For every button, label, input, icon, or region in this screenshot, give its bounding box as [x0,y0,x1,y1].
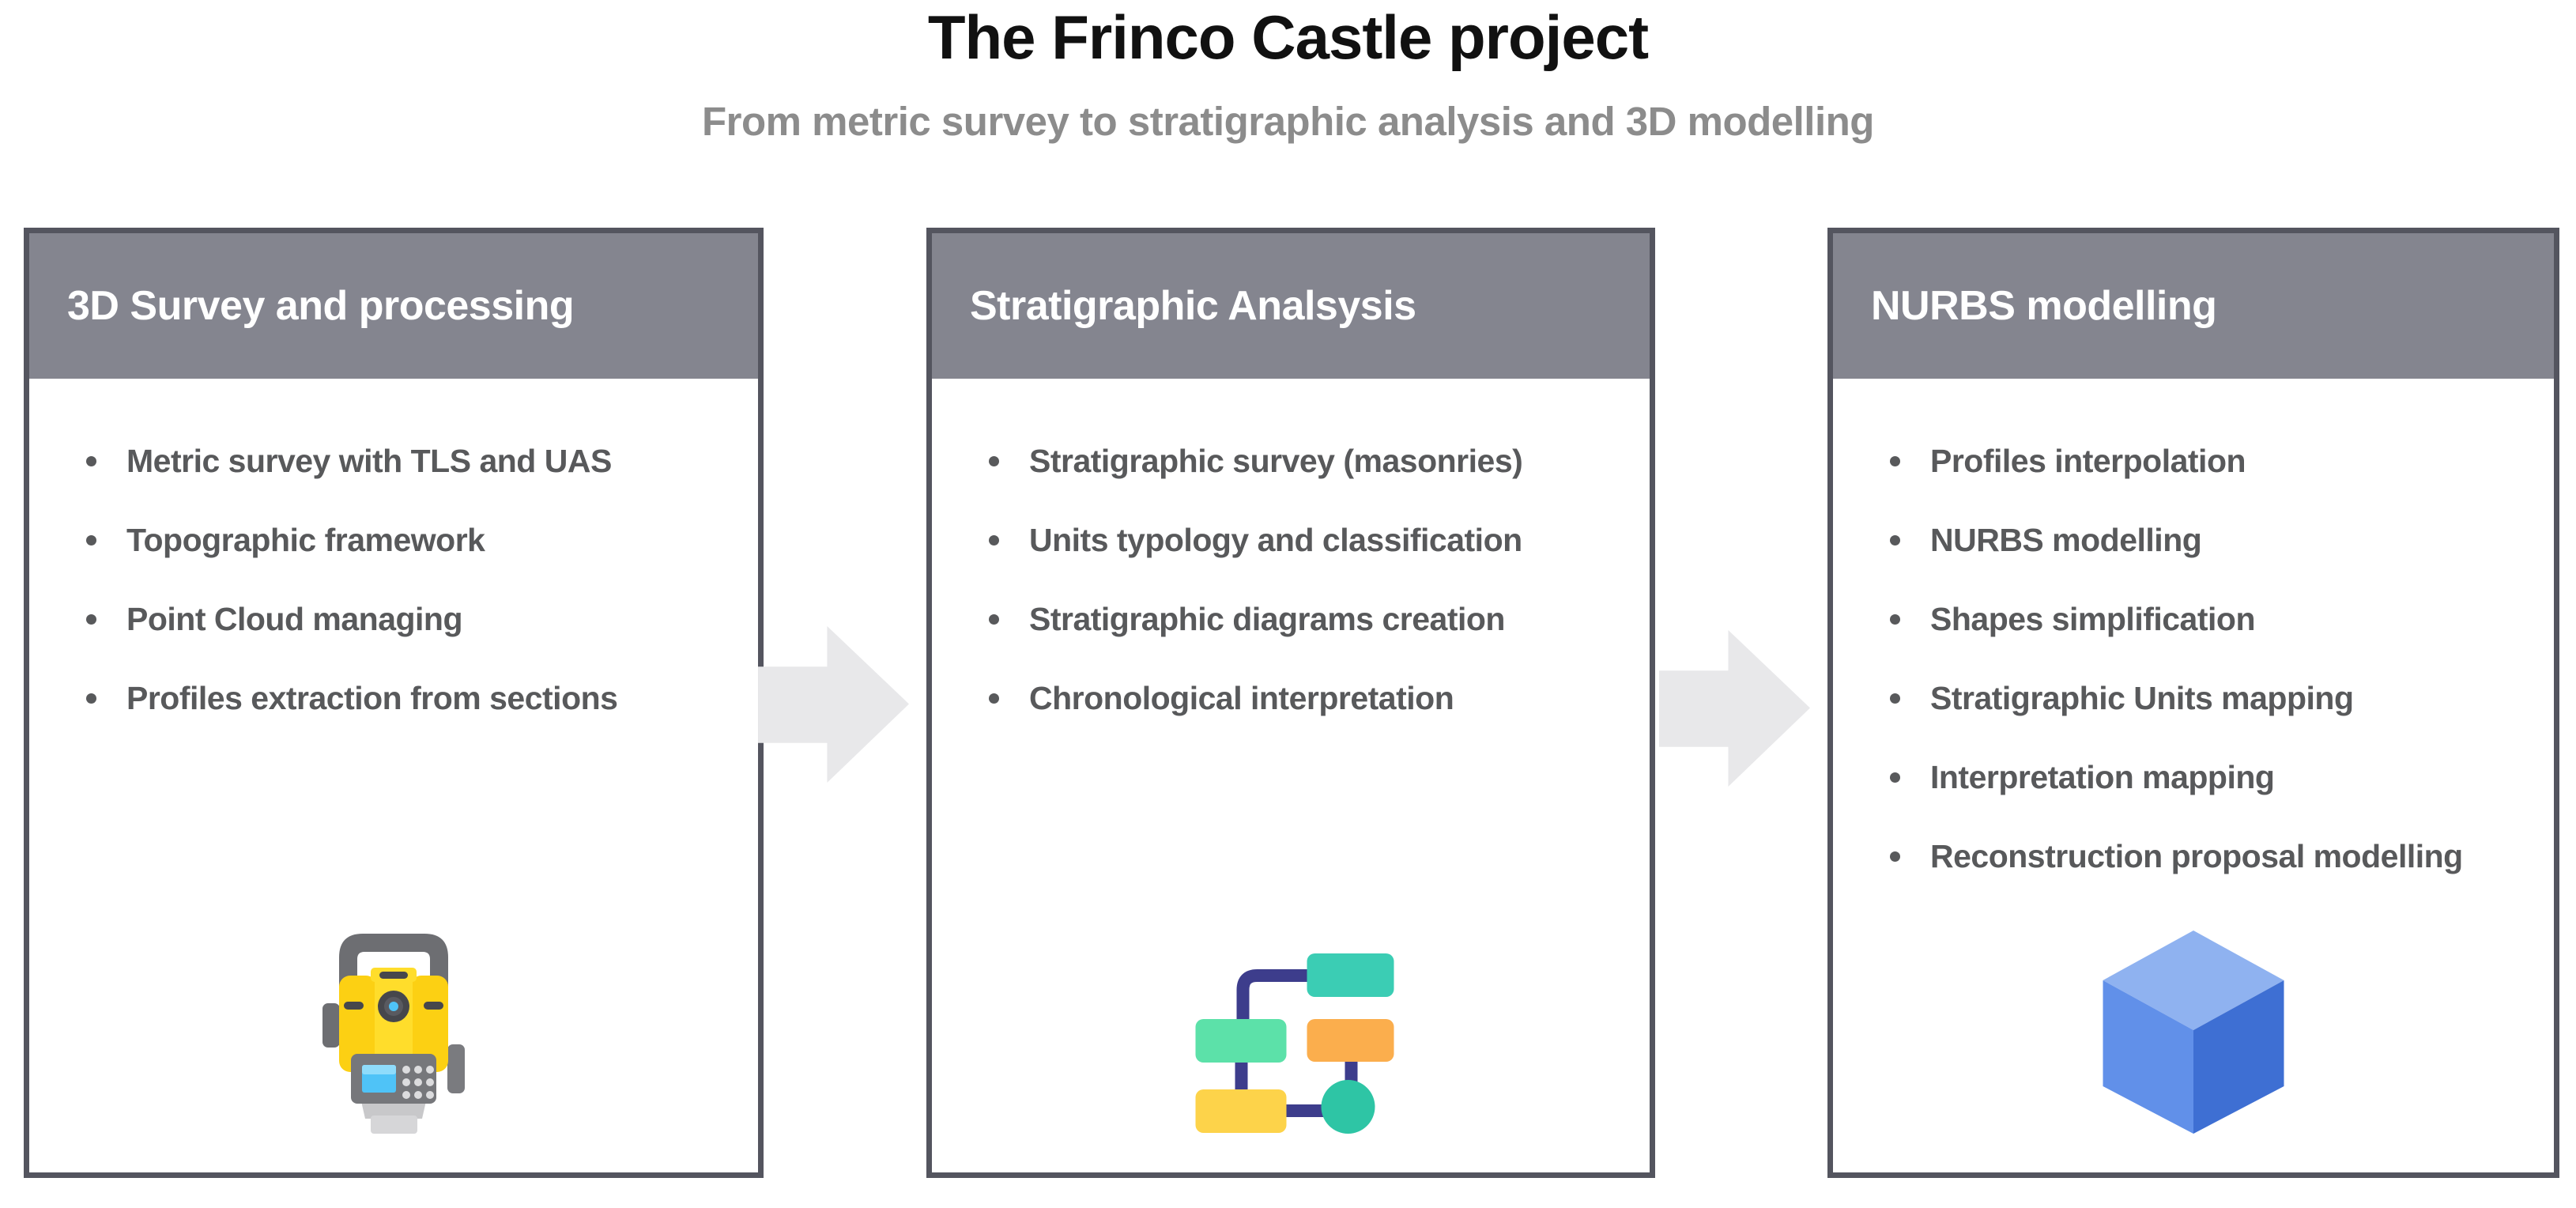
card-title: Stratigraphic Analsysis [970,283,1416,329]
list-item-label: Stratigraphic Units mapping [1930,679,2354,716]
page-subtitle: From metric survey to stratigraphic anal… [702,99,1874,144]
bullet-list: Stratigraphic survey (masonries) Units t… [932,379,1650,738]
list-item: Reconstruction proposal modelling [1890,817,2538,896]
list-item-label: Stratigraphic diagrams creation [1029,600,1505,637]
card-stratigraphic-analysis: Stratigraphic Analsysis Stratigraphic su… [926,228,1655,1178]
list-item: NURBS modelling [1890,500,2538,579]
list-item: Units typology and classification [989,500,1634,579]
card-title: 3D Survey and processing [67,283,575,329]
list-item: Chronological interpretation [989,659,1634,738]
list-item-label: Units typology and classification [1029,521,1522,558]
card-nurbs-modelling: NURBS modelling Profiles interpolation N… [1827,228,2559,1178]
card-icon [1188,953,1394,1138]
list-item: Stratigraphic Units mapping [1890,659,2538,738]
list-item: Topographic framework [86,500,742,579]
bullet-dot [989,613,999,625]
bullet-dot [86,534,96,545]
total-station-icon [322,934,465,1134]
list-item: Stratigraphic survey (masonries) [989,421,1634,500]
list-item-label: Point Cloud managing [126,600,463,637]
cube-icon [2103,931,2284,1134]
bullet-list: Profiles interpolation NURBS modelling S… [1833,379,2554,896]
list-item: Interpretation mapping [1890,738,2538,817]
bullet-dot [989,534,999,545]
bullet-dot [86,693,96,704]
list-item-label: Profiles extraction from sections [126,679,618,716]
list-item-label: Chronological interpretation [1029,679,1454,716]
card-header: Stratigraphic Analsysis [932,233,1650,379]
arrow-right-icon [1659,630,1810,787]
card-title: NURBS modelling [1871,283,2217,329]
bullet-dot [989,455,999,466]
flowchart-icon [1195,953,1394,1134]
card-header: NURBS modelling [1833,233,2554,379]
page-title: The Frinco Castle project [927,2,1649,72]
bullet-dot [1890,693,1900,704]
list-item: Profiles extraction from sections [86,659,742,738]
list-item-label: Reconstruction proposal modelling [1930,837,2463,874]
list-item: Point Cloud managing [86,579,742,659]
list-item-label: Interpretation mapping [1930,758,2275,795]
bullet-dot [1890,851,1900,862]
card-header: 3D Survey and processing [29,233,758,379]
bullet-dot [86,455,96,466]
list-item: Profiles interpolation [1890,421,2538,500]
card-icon [322,934,465,1138]
card-3d-survey: 3D Survey and processing Metric survey w… [24,228,764,1178]
list-item: Shapes simplification [1890,579,2538,659]
bullet-dot [1890,613,1900,625]
list-item-label: Profiles interpolation [1930,442,2246,479]
bullet-dot [1890,455,1900,466]
list-item-label: Metric survey with TLS and UAS [126,442,612,479]
bullet-dot [1890,772,1900,783]
list-item-label: Stratigraphic survey (masonries) [1029,442,1523,479]
list-item-label: Shapes simplification [1930,600,2256,637]
list-item: Metric survey with TLS and UAS [86,421,742,500]
bullet-dot [1890,534,1900,545]
arrow-right-icon [758,626,909,783]
bullet-dot [989,693,999,704]
bullet-list: Metric survey with TLS and UAS Topograph… [29,379,758,738]
list-item-label: Topographic framework [126,521,485,558]
card-icon [2103,926,2284,1138]
list-item-label: NURBS modelling [1930,521,2202,558]
list-item: Stratigraphic diagrams creation [989,579,1634,659]
bullet-dot [86,613,96,625]
